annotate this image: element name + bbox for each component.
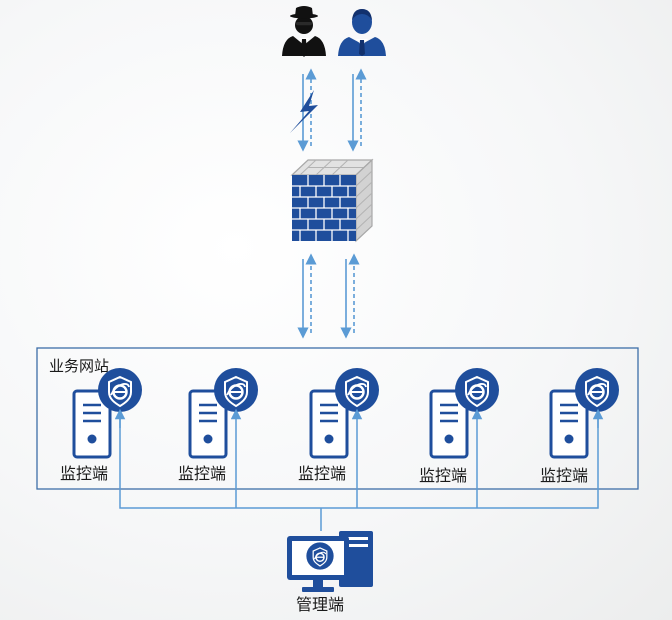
hacker-icon (282, 6, 326, 57)
management-bus (114, 408, 604, 531)
server-label: 监控端 (419, 466, 467, 485)
attack-lightning-icon (290, 90, 318, 133)
ie-shield-icon (212, 366, 260, 414)
user-icon (338, 9, 386, 56)
server-node-2: 监控端 (178, 366, 260, 483)
server-label: 监控端 (298, 464, 346, 483)
server-label: 监控端 (178, 464, 226, 483)
server-node-5: 监控端 (540, 366, 621, 485)
server-node-1: 监控端 (60, 366, 144, 483)
zone-label: 业务网站 (49, 357, 109, 375)
firewall-zone-arrows (297, 253, 360, 339)
server-label: 监控端 (540, 466, 588, 485)
server-node-4: 监控端 (419, 366, 501, 485)
management-label: 管理端 (296, 595, 344, 614)
firewall-icon (290, 158, 374, 243)
business-zone-frame (36, 347, 639, 490)
server-label: 监控端 (60, 464, 108, 483)
server-node-3: 监控端 (298, 366, 381, 483)
ie-shield-icon (305, 541, 335, 571)
ie-shield-icon (96, 366, 144, 414)
management-node: 管理端 (287, 531, 373, 614)
ie-shield-icon (453, 366, 501, 414)
ie-shield-icon (573, 366, 621, 414)
ie-shield-icon (333, 366, 381, 414)
